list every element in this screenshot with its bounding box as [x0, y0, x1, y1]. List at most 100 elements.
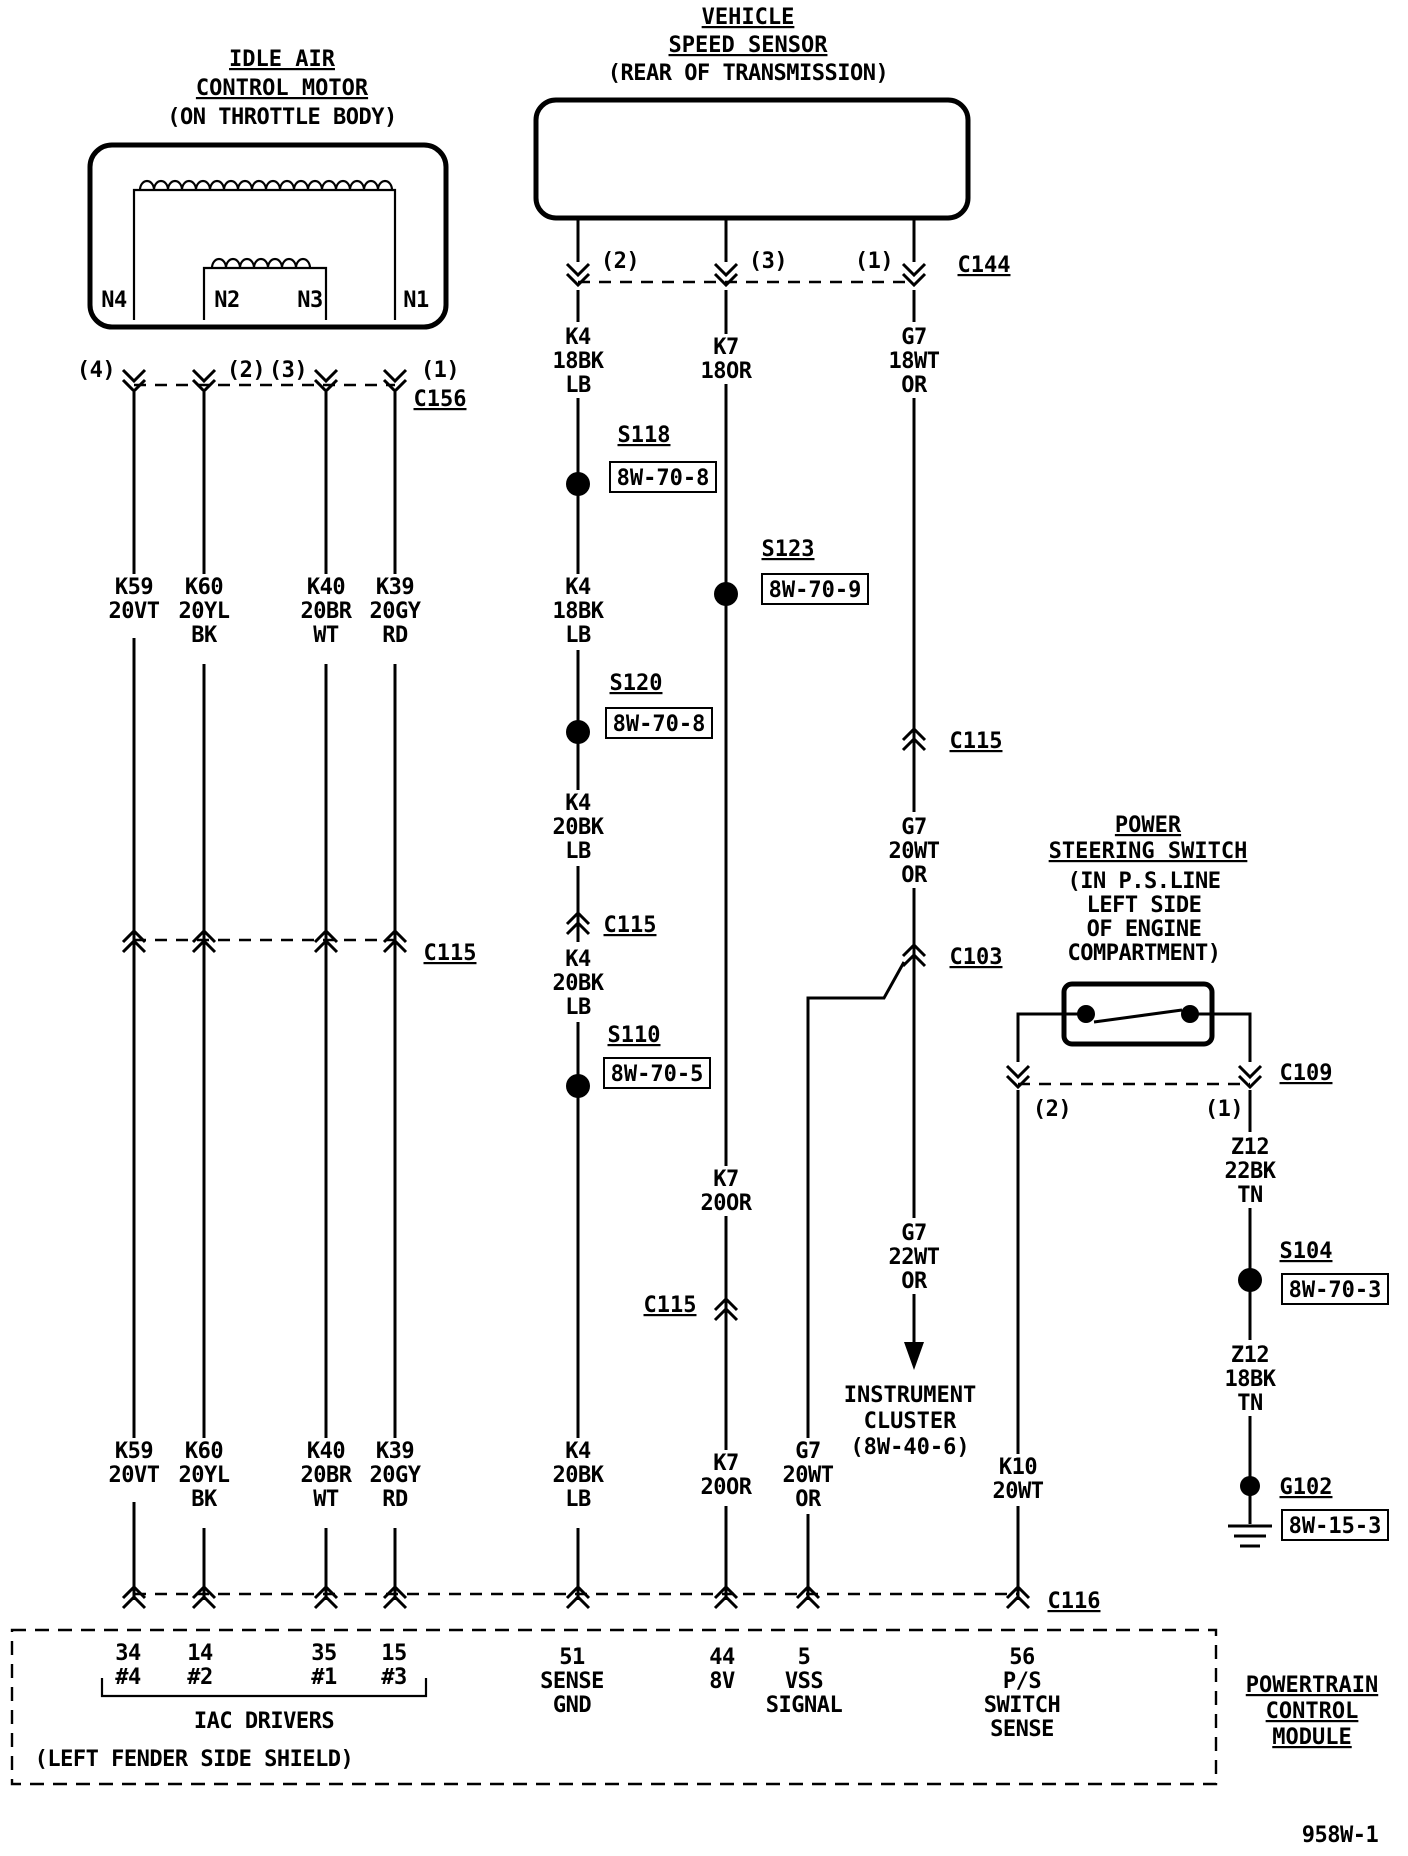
- pcm-pin-56-l1: P/S: [1003, 1669, 1041, 1694]
- iac-terminal-n4: N4: [101, 288, 127, 313]
- connector-c115-g7: C115: [901, 727, 1003, 754]
- s123-dot-icon: [714, 582, 738, 606]
- c156-pin-3-connector: [313, 368, 339, 393]
- c144-pin-2: (2): [601, 249, 639, 274]
- label-k4-20-a-1: K4: [565, 791, 591, 816]
- c156-pin-1: (1): [421, 358, 459, 383]
- label-g7-20-a-2: 20WT: [889, 839, 940, 864]
- label-z12-18-1: Z12: [1231, 1343, 1269, 1368]
- s123-ref: 8W-70-9: [769, 578, 862, 603]
- c156-pin-4: (4): [77, 358, 115, 383]
- iac-title-2: CONTROL MOTOR: [196, 76, 369, 101]
- pcm-title-1: POWERTRAIN: [1246, 1673, 1378, 1698]
- label-g7-20-b-2: 20WT: [783, 1463, 834, 1488]
- s104-ref-box: [1281, 1273, 1389, 1305]
- label-k59-a-2: 20VT: [109, 599, 160, 624]
- label-g7-20-a-1: G7: [901, 815, 927, 840]
- cluster-ref: (8W-40-6): [850, 1435, 969, 1460]
- splice-s104: S104 8W-70-3: [1238, 1239, 1389, 1305]
- c109-pin-2: (2): [1033, 1097, 1071, 1122]
- pcm-pins: 34 #4 14 #2 35 #1 15 #3 IAC DRIVERS (LEF…: [35, 1641, 1061, 1772]
- g7-branch-labels: G7 20WT OR: [776, 1438, 840, 1514]
- c109-label: C109: [1280, 1061, 1333, 1086]
- label-k4-20-b-1: K4: [565, 947, 591, 972]
- s110-label: S110: [608, 1023, 661, 1048]
- label-k4-18-a-1: K4: [565, 325, 591, 350]
- z12-labels: Z12 22BK TN Z12 18BK TN: [1218, 1132, 1282, 1416]
- c115-iac-label: C115: [424, 941, 477, 966]
- label-k4-18-b-3: LB: [565, 623, 591, 648]
- k4-labels: K4 18BK LB K4 18BK LB K4 20BK LB K4 20BK…: [546, 322, 610, 1528]
- label-k4-20-c-1: K4: [565, 1439, 591, 1464]
- connector-c115-k7: C115: [644, 1293, 739, 1322]
- c156-pin-2: (2): [227, 358, 265, 383]
- label-k10-2: 20WT: [993, 1479, 1044, 1504]
- label-k4-20-a-2: 20BK: [553, 815, 605, 840]
- label-k60-b-1: K60: [185, 1439, 223, 1464]
- ps-loc-2: LEFT SIDE: [1087, 893, 1202, 918]
- splice-s123: S123 8W-70-9: [714, 537, 869, 606]
- label-k39-a-3: RD: [382, 623, 408, 648]
- iac-title-1: IDLE AIR: [229, 47, 336, 72]
- arrow-down-icon: [904, 1342, 924, 1370]
- g102-ref: 8W-15-3: [1289, 1514, 1382, 1539]
- iac-inner-coil-frame: [202, 266, 328, 320]
- label-g7-20-a-3: OR: [901, 863, 928, 888]
- label-k7-18-1: K7: [713, 335, 739, 360]
- pcm-location: (LEFT FENDER SIDE SHIELD): [35, 1747, 354, 1772]
- label-z12-18-3: TN: [1237, 1391, 1263, 1416]
- ps-switch-contact-icon: [1093, 1008, 1183, 1024]
- label-k60-b-3: BK: [191, 1487, 218, 1512]
- vss-title-2: SPEED SENSOR: [669, 33, 829, 58]
- ps-loc-4: COMPARTMENT): [1068, 941, 1221, 966]
- iac-motor-body: [87, 142, 449, 330]
- c144-pin-1: (1): [855, 249, 893, 274]
- pcm-pin-35: 35: [311, 1641, 337, 1666]
- vss-body: [533, 97, 971, 221]
- label-k39-a-1: K39: [376, 575, 414, 600]
- s104-label: S104: [1280, 1239, 1333, 1264]
- pcm-title: POWERTRAIN CONTROL MODULE: [1246, 1673, 1378, 1750]
- connector-c103: C103: [806, 943, 1003, 1600]
- g102-ref-box: [1281, 1509, 1389, 1541]
- c144-label: C144: [958, 253, 1011, 278]
- label-k7-20-a-1: K7: [713, 1167, 739, 1192]
- label-k39-b-1: K39: [376, 1439, 414, 1464]
- pcm-pin-56-l3: SENSE: [990, 1717, 1054, 1742]
- s110-ref: 8W-70-5: [611, 1062, 704, 1087]
- connector-c115-k4: C115: [565, 911, 656, 938]
- label-k4-20-b-3: LB: [565, 995, 591, 1020]
- label-k7-18-2: 18OR: [701, 359, 753, 384]
- iac-location: (ON THROTTLE BODY): [167, 105, 396, 130]
- wire-g7-branch: [806, 961, 906, 1600]
- pcm-pin-51: 51: [559, 1645, 585, 1670]
- c115-k7-label: C115: [644, 1293, 697, 1318]
- ps-title-2: STEERING SWITCH: [1049, 839, 1248, 864]
- pcm-pin-34-sub: #4: [115, 1665, 141, 1690]
- splice-s120: S120 8W-70-8: [566, 671, 713, 744]
- label-k4-20-a-3: LB: [565, 839, 591, 864]
- pcm-pin-34: 34: [115, 1641, 141, 1666]
- label-k4-18-b-1: K4: [565, 575, 591, 600]
- c103-label: C103: [950, 945, 1003, 970]
- label-k40-b-1: K40: [307, 1439, 345, 1464]
- s104-dot-icon: [1238, 1268, 1262, 1292]
- power-steering-switch: POWER STEERING SWITCH (IN P.S.LINE LEFT …: [1016, 813, 1252, 1062]
- c115-g7-label: C115: [950, 729, 1003, 754]
- label-g7-20-b-1: G7: [795, 1439, 821, 1464]
- iac-terminal-n1: N1: [403, 288, 429, 313]
- label-g7-22-2: 22WT: [889, 1245, 940, 1270]
- pcm-pin-44: 44: [709, 1645, 735, 1670]
- s120-dot-icon: [566, 720, 590, 744]
- label-k39-b-2: 20GY: [370, 1463, 422, 1488]
- s110-ref-box: [603, 1057, 711, 1089]
- label-k4-20-b-2: 20BK: [553, 971, 605, 996]
- c144-pin-3: (3): [749, 249, 787, 274]
- label-g7-18-2: 18WT: [889, 349, 940, 374]
- label-k40-b-2: 20BR: [301, 1463, 353, 1488]
- connector-c144: (2) (3) (1) C144: [565, 218, 1011, 287]
- pcm-pin-5: 5: [798, 1645, 811, 1670]
- label-k39-b-3: RD: [382, 1487, 408, 1512]
- s104-ref: 8W-70-3: [1289, 1278, 1382, 1303]
- s118-dot-icon: [566, 472, 590, 496]
